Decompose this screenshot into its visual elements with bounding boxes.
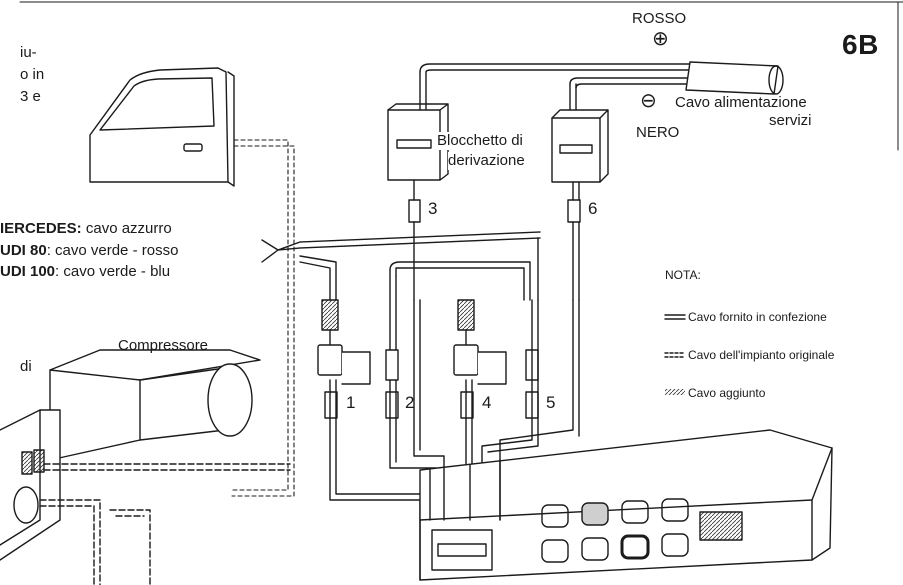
legend-hatched: Cavo aggiunto bbox=[688, 386, 766, 400]
door-cable-desc: : cavo verde - rosso bbox=[46, 242, 179, 259]
added-cable-left bbox=[317, 299, 427, 521]
door-cable-model: IERCEDES: bbox=[0, 220, 82, 237]
legend-symbols bbox=[664, 314, 686, 395]
positive-symbol: ⊕ bbox=[652, 28, 669, 50]
connector-number-1: 1 bbox=[346, 393, 356, 412]
door-wire-splice bbox=[261, 231, 541, 301]
compressor bbox=[0, 349, 291, 585]
door-cable-desc: : cavo verde - blu bbox=[55, 263, 171, 280]
junction-block-right bbox=[551, 109, 609, 301]
car-door bbox=[89, 67, 235, 187]
door-cable-audi100: UDI 100: cavo verde - blu bbox=[0, 263, 170, 281]
connector-number-4: 4 bbox=[482, 393, 492, 412]
intro-fragment-1: iu- bbox=[20, 44, 37, 61]
connector-number-3: 3 bbox=[428, 199, 438, 218]
door-cable bbox=[231, 139, 295, 497]
cable-2-and-5 bbox=[385, 237, 539, 521]
power-cable bbox=[419, 61, 784, 111]
power-cable-label-2: servizi bbox=[769, 112, 812, 129]
negative-label: NERO bbox=[636, 124, 680, 141]
left-fragment: di bbox=[20, 358, 32, 375]
legend-dashed: Cavo dell'impianto originale bbox=[688, 348, 835, 362]
power-cable-label-1: Cavo alimentazione bbox=[675, 94, 807, 111]
positive-label: ROSSO bbox=[632, 10, 687, 27]
negative-symbol: ⊖ bbox=[640, 90, 657, 112]
compressor-label: Compressore bbox=[118, 337, 209, 354]
door-cable-model: UDI 80 bbox=[0, 242, 47, 259]
door-cable-audi80: UDI 80: cavo verde - rosso bbox=[0, 242, 178, 260]
intro-fragment-3: 3 e bbox=[20, 88, 41, 105]
figure-label: 6B bbox=[842, 29, 879, 60]
radio-unit bbox=[413, 299, 833, 581]
nota-title: NOTA: bbox=[665, 268, 701, 282]
intro-fragment-2: o in bbox=[20, 66, 45, 83]
connector-number-5: 5 bbox=[546, 393, 556, 412]
connector-number-6: 6 bbox=[588, 199, 598, 218]
connector-number-2: 2 bbox=[405, 393, 415, 412]
junction-block-label-2: derivazione bbox=[448, 152, 525, 170]
legend-solid: Cavo fornito in confezione bbox=[688, 310, 827, 324]
door-cable-desc: cavo azzurro bbox=[81, 220, 172, 237]
door-cable-mercedes: IERCEDES: cavo azzurro bbox=[0, 220, 172, 238]
junction-block-left bbox=[387, 103, 449, 301]
junction-block-label-1: Blocchetto di bbox=[437, 132, 523, 150]
door-cable-model: UDI 100 bbox=[0, 263, 56, 280]
